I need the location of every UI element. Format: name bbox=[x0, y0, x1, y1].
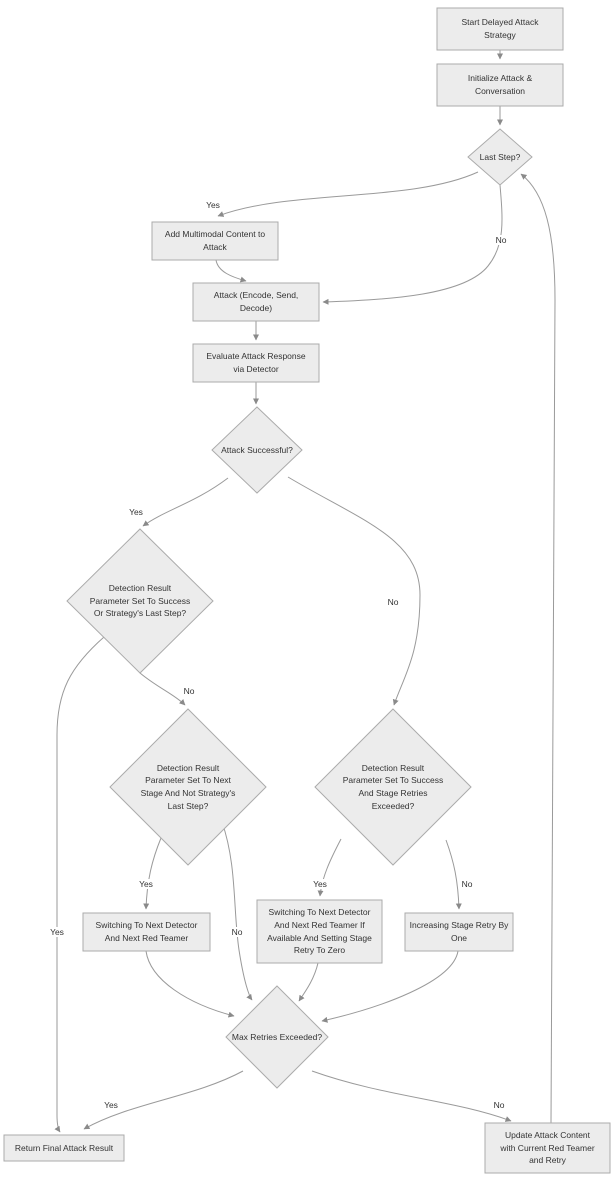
flow-nodes bbox=[3, 7, 611, 1174]
edge-detection2-no-to-maxretries bbox=[221, 821, 253, 1001]
detection-next-stage-decision-shape bbox=[109, 708, 267, 866]
edge-laststep-no-to-attack bbox=[322, 184, 503, 305]
edge-maxretries-no-to-update bbox=[311, 1070, 512, 1122]
edge-switch2-to-maxretries bbox=[298, 962, 319, 1002]
detection-success-or-last-decision-shape bbox=[66, 528, 214, 674]
switch-detector-if-available-node-shape bbox=[256, 899, 383, 964]
edge-successful-yes-to-detection1 bbox=[142, 477, 229, 527]
update-content-node-shape bbox=[484, 1122, 611, 1174]
attack-node-shape bbox=[192, 282, 320, 322]
edge-switch1-to-maxretries bbox=[145, 950, 235, 1018]
detection-success-retries-decision-shape bbox=[314, 708, 472, 866]
return-result-node-shape bbox=[3, 1134, 125, 1162]
init-node-shape bbox=[436, 63, 564, 107]
edge-multimodal-to-attack bbox=[215, 259, 247, 283]
edge-laststep-yes-to-multimodal bbox=[217, 171, 479, 217]
edge-detection3-yes-to-switch2 bbox=[317, 838, 342, 897]
edge-detection1-yes-to-return bbox=[54, 636, 105, 1133]
edge-update-loop-to-laststep bbox=[520, 173, 556, 1124]
max-retries-decision-shape bbox=[225, 985, 329, 1089]
add-multimodal-node-shape bbox=[151, 221, 279, 261]
evaluate-node-shape bbox=[192, 343, 320, 383]
last-step-decision-shape bbox=[467, 128, 533, 186]
edge-detection2-yes-to-switch1 bbox=[143, 837, 162, 910]
edge-increase-to-maxretries bbox=[321, 950, 459, 1023]
switch-detector-node-shape bbox=[82, 912, 211, 952]
increase-retry-node-shape bbox=[404, 912, 514, 952]
attack-successful-decision-shape bbox=[211, 406, 303, 494]
edge-maxretries-yes-to-return bbox=[83, 1070, 244, 1130]
start-node-shape bbox=[436, 7, 564, 51]
edge-detection3-no-to-increase bbox=[445, 839, 462, 910]
edge-detection1-no-to-detection2 bbox=[139, 672, 186, 706]
edge-successful-no-to-detection3 bbox=[287, 476, 421, 706]
